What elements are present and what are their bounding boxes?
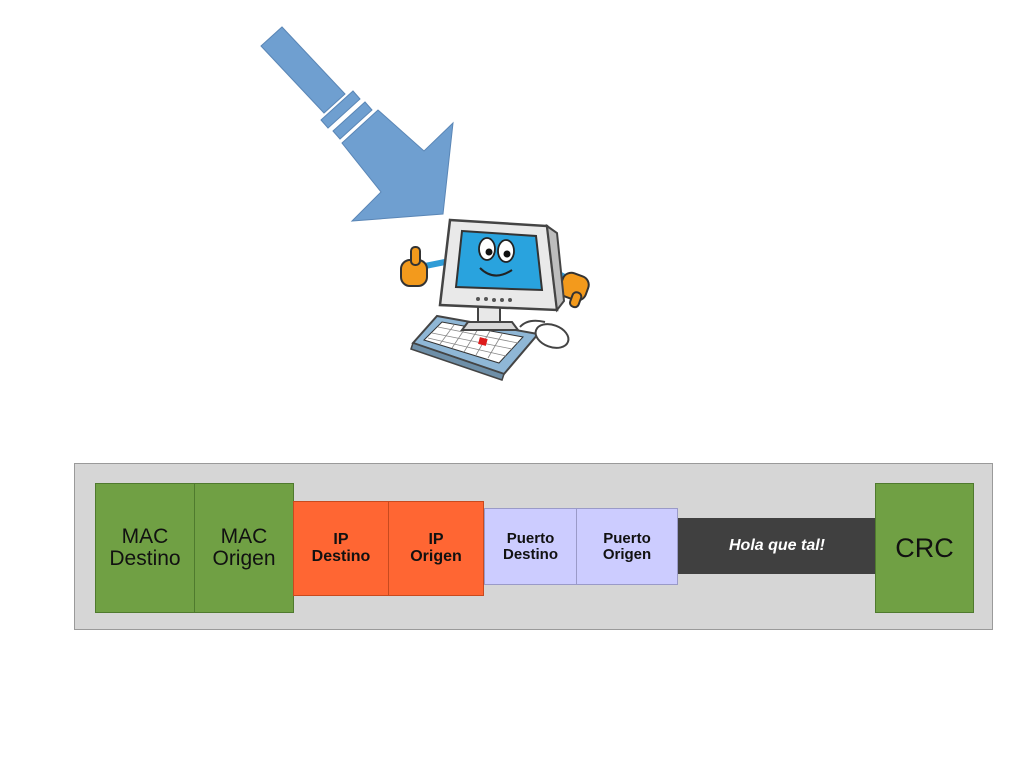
ip-source-field: IP Origen [388, 501, 484, 596]
port-destination-field: Puerto Destino [484, 508, 577, 585]
mac-destination-field: MAC Destino [95, 483, 195, 613]
ip-destination-field: IP Destino [293, 501, 389, 596]
crc-field: CRC [875, 483, 974, 613]
mac-source-field: MAC Origen [194, 483, 294, 613]
port-source-field: Puerto Origen [576, 508, 678, 585]
payload-field: Hola que tal! [678, 518, 876, 574]
